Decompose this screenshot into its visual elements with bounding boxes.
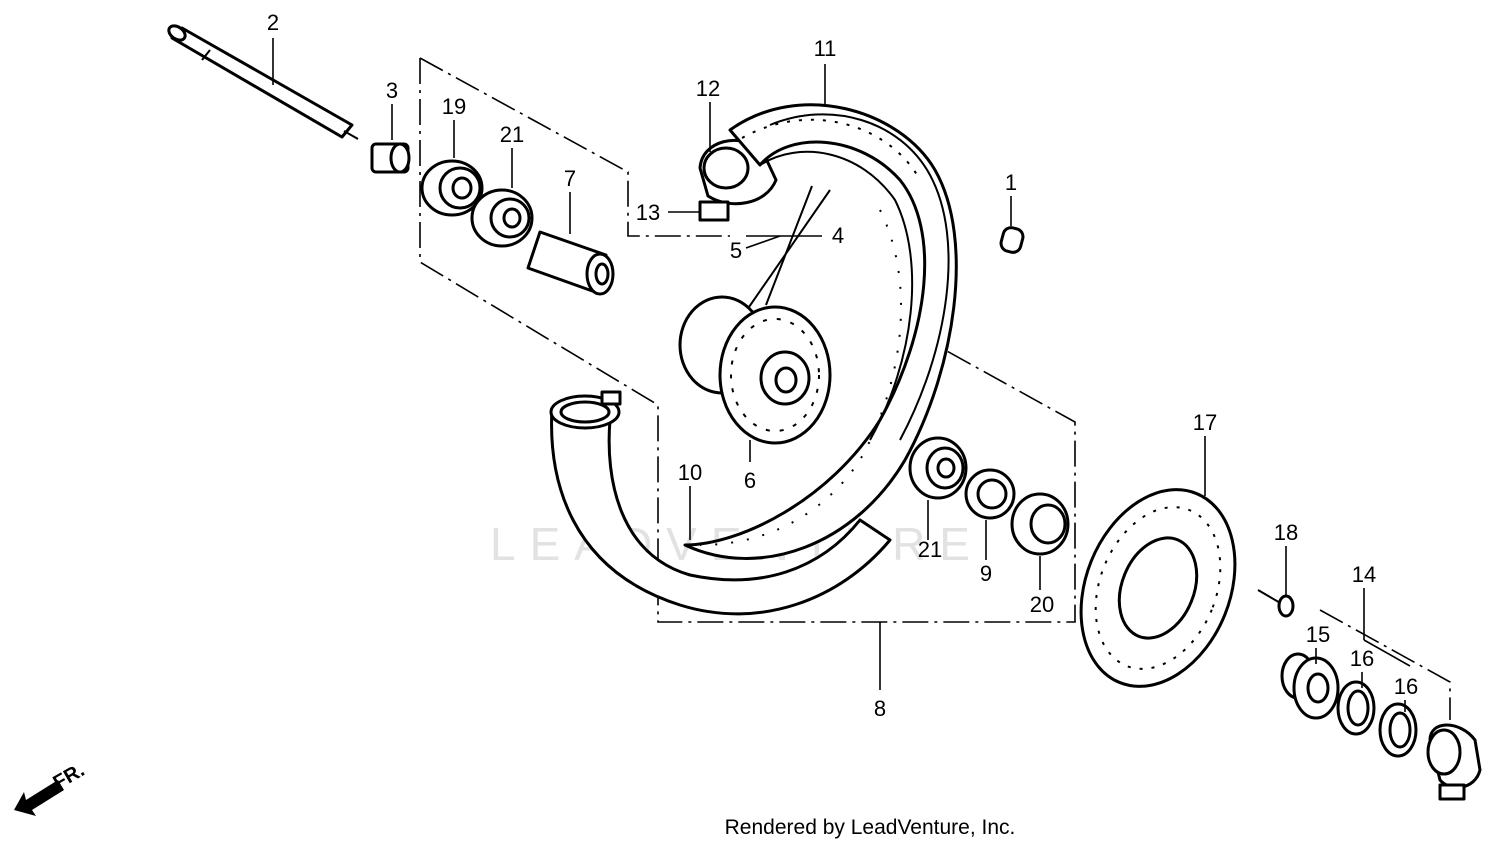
callout-8: 8 [874,696,886,721]
gearbox-housing [1426,723,1482,801]
speedometer-gear [1280,652,1340,720]
thrust-washer-a [1336,680,1376,736]
credit-text: Rendered by LeadVenture, Inc. [725,816,1016,839]
front-arrow-icon: FR. [14,759,88,816]
callout-16-a: 16 [1350,646,1374,671]
callout-13: 13 [636,200,660,225]
callout-2: 2 [267,10,279,35]
callout-14: 14 [1352,562,1376,587]
thrust-washer-b [1378,702,1418,758]
wheel-tire [683,103,958,560]
bearing-21-lower [908,436,968,500]
callout-3: 3 [386,78,398,103]
callout-6: 6 [744,468,756,493]
distance-collar [526,230,615,296]
disc-bolt [1257,589,1295,618]
callout-1: 1 [1005,170,1017,195]
callout-19: 19 [442,94,466,119]
callout-16-b: 16 [1394,674,1418,699]
callout-20: 20 [1030,592,1054,617]
callout-5: 5 [730,238,742,263]
dust-seal [1010,492,1070,556]
callout-21-lower: 21 [918,537,942,562]
hub [678,295,832,445]
callout-7: 7 [564,166,576,191]
brake-disc [1079,488,1237,688]
callout-11: 11 [814,36,837,61]
callout-18: 18 [1274,520,1298,545]
spokes [739,185,831,321]
collar [370,142,411,174]
callout-15: 15 [1306,622,1330,647]
axle [167,24,359,140]
retainer [964,468,1016,520]
callout-17: 17 [1193,410,1217,435]
valve-cap [999,226,1025,254]
rim-band [549,390,892,616]
callout-4: 4 [832,223,844,248]
bearing-19 [420,159,484,217]
callouts: 2 3 19 21 7 12 11 13 4 5 1 6 10 21 9 20 … [267,10,1418,721]
callout-21-upper: 21 [500,122,524,147]
callout-12: 12 [696,76,720,101]
bearing-21-upper [470,188,534,248]
callout-10: 10 [678,460,702,485]
leader-lines [272,38,1411,712]
callout-9: 9 [980,561,992,586]
